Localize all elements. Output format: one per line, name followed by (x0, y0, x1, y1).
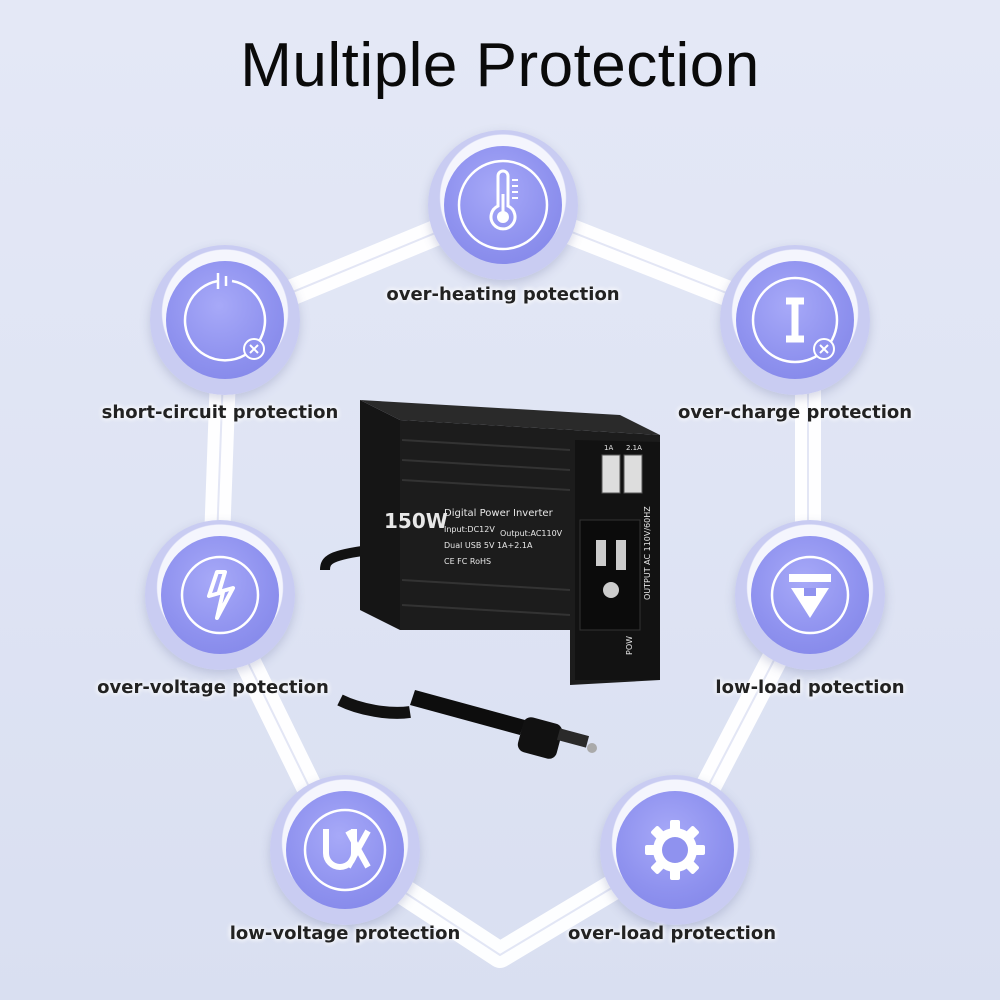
device-input: Input:DC12V (444, 525, 495, 534)
feature-label: short-circuit protection (101, 402, 339, 423)
feature-circle (150, 245, 300, 395)
feature-label: low-load potection (715, 677, 905, 698)
device-output: Output:AC110V (500, 529, 563, 538)
short-circuit-icon (166, 261, 284, 379)
feature-low-voltage: low-voltage protection (230, 775, 460, 944)
usb-port-1-label: 1A (604, 444, 613, 452)
usb-port-1 (601, 454, 621, 494)
current-cross-icon (736, 261, 854, 379)
device-side-text: OUTPUT AC 110V/60HZ (643, 506, 652, 600)
feature-short-circuit: short-circuit protection (102, 245, 338, 423)
feature-over-charge: over-charge protection (678, 245, 912, 423)
device-usb-spec: Dual USB 5V 1A+2.1A (444, 541, 533, 550)
lightning-icon (161, 536, 279, 654)
page-title: Multiple Protection (240, 31, 760, 100)
device-name: Digital Power Inverter (444, 508, 554, 519)
feature-circle (735, 520, 885, 670)
device-cable (337, 694, 411, 719)
thermometer-icon (444, 146, 562, 264)
device-certification-marks: CE FC RoHS (444, 557, 491, 566)
feature-circle (600, 775, 750, 925)
feature-label: over-voltage potection (97, 677, 329, 698)
feature-circle (270, 775, 420, 925)
feature-circle (720, 245, 870, 395)
feature-label: over-heating potection (386, 284, 620, 305)
feature-label: over-charge protection (677, 402, 913, 423)
feature-over-voltage: over-voltage potection (97, 520, 329, 698)
feature-label: over-load protection (567, 923, 777, 944)
feature-over-heating: over-heating potection (386, 130, 620, 305)
ac-outlet (579, 519, 641, 631)
device-pow-label: POW (625, 636, 634, 655)
down-arrow-icon (751, 536, 869, 654)
feature-label: low-voltage protection (229, 923, 461, 944)
usb-port-2 (623, 454, 643, 494)
power-inverter-device: 1A 2.1A OUTPUT AC 110V/60HZ POW 150W Dig… (320, 380, 700, 800)
device-power-label: 150W (384, 509, 448, 533)
feature-circle (428, 130, 578, 280)
car-plug (410, 690, 597, 759)
feature-circle (145, 520, 295, 670)
usb-port-2-label: 2.1A (626, 444, 642, 452)
gear-icon (616, 791, 734, 909)
feature-low-load: low-load potection (715, 520, 905, 698)
uk-logo-icon (286, 791, 404, 909)
feature-over-load: over-load protection (568, 775, 776, 944)
